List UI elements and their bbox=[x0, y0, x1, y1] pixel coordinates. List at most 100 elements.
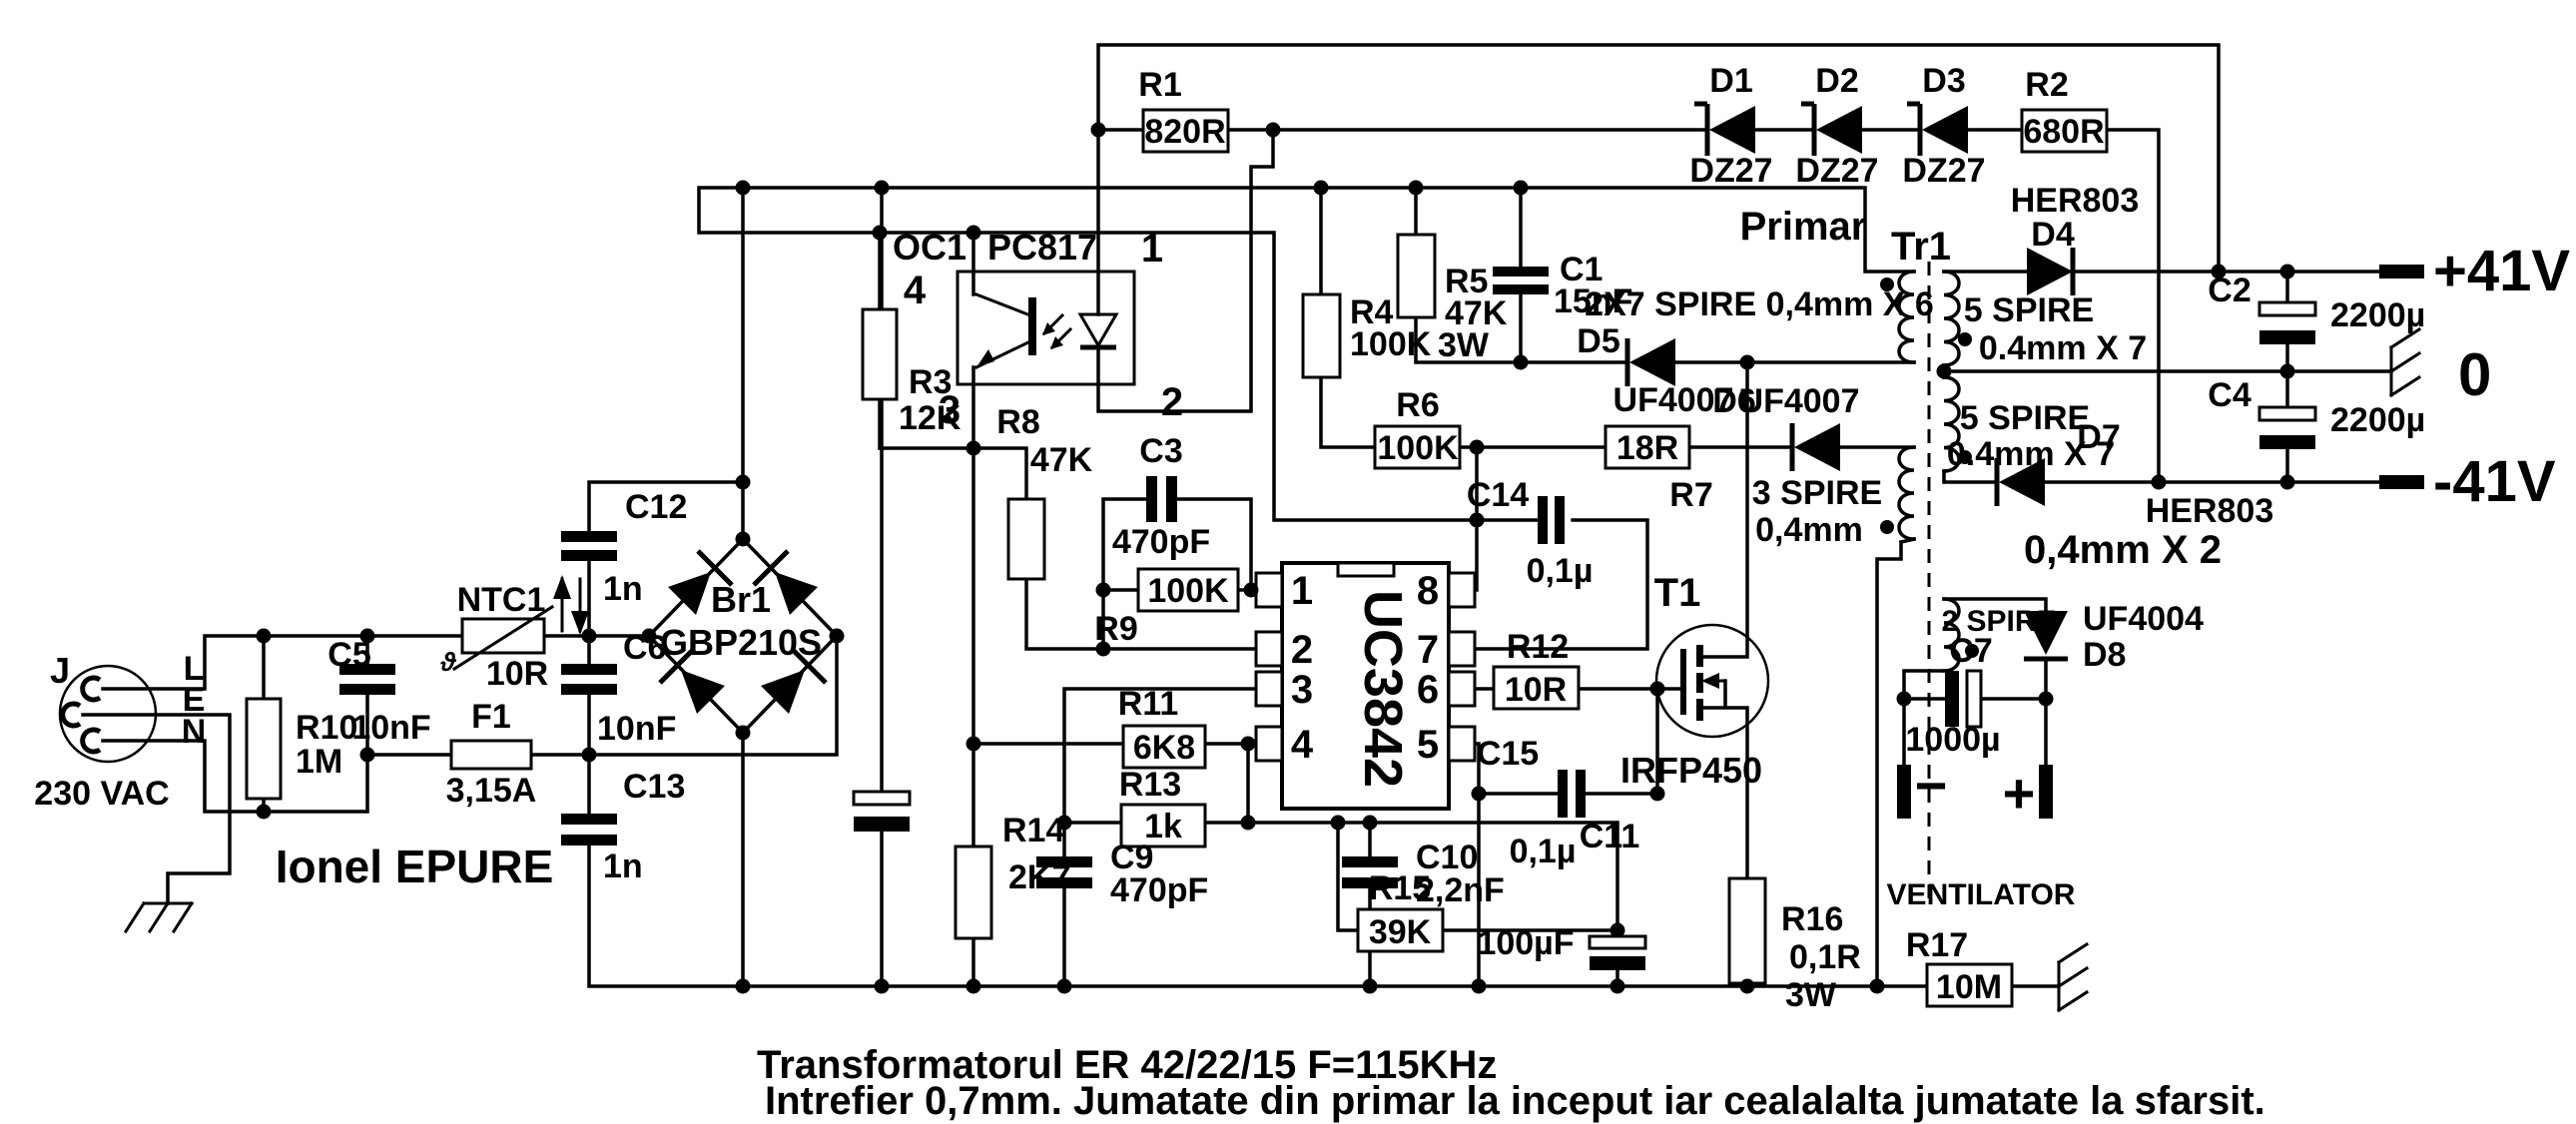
c10-ref: C10 bbox=[1416, 839, 1478, 876]
bridge-diode-2 bbox=[775, 572, 818, 615]
resistor-r14 bbox=[954, 844, 993, 940]
capacitor-c3-b bbox=[1166, 476, 1177, 522]
bridge-diode-3 bbox=[681, 670, 725, 714]
ic-pin6-stub bbox=[1447, 670, 1477, 708]
ntc-diagonal bbox=[451, 604, 555, 672]
line-l: L bbox=[184, 650, 205, 688]
secondary-top-winding bbox=[1942, 270, 1961, 367]
r12-val: 10R bbox=[1505, 671, 1567, 709]
resistor-r2 bbox=[2020, 108, 2109, 154]
resistor-r3 bbox=[861, 307, 899, 401]
c11-ref: C11 bbox=[1580, 818, 1640, 855]
c11-val: 100µF bbox=[1477, 924, 1574, 962]
r13-ref: R13 bbox=[1119, 766, 1181, 804]
capacitor-c14-b bbox=[1555, 496, 1565, 544]
r12-ref: R12 bbox=[1507, 628, 1569, 666]
r6-ref: R6 bbox=[1396, 386, 1439, 424]
fan-winding bbox=[1942, 597, 1961, 673]
c5-val: 10nF bbox=[351, 709, 430, 747]
c4-val: 2200µ bbox=[2330, 401, 2425, 439]
ic-pin5: 5 bbox=[1417, 723, 1439, 767]
capacitor-c8-pos bbox=[852, 790, 912, 807]
capacitor-c3 bbox=[1146, 476, 1157, 522]
primary-winding-label: 2X7 SPIRE 0,4mm X 6 bbox=[1585, 285, 1934, 323]
t1-part: IRFP450 bbox=[1620, 750, 1762, 791]
c6-ref: C6 bbox=[623, 629, 666, 667]
out-minus41: -41V bbox=[2433, 449, 2556, 514]
c15-ref: C15 bbox=[1477, 735, 1539, 773]
r7-ref: R7 bbox=[1669, 476, 1712, 514]
ic-pin4: 4 bbox=[1291, 723, 1314, 767]
c12-ref: C12 bbox=[625, 488, 687, 526]
capacitor-c6 bbox=[561, 664, 617, 675]
d7-part: HER803 bbox=[2146, 492, 2274, 530]
r14-ref: R14 bbox=[1002, 812, 1064, 849]
c5-ref: C5 bbox=[327, 636, 370, 674]
plug-pin-e bbox=[60, 701, 82, 729]
f1-ref: F1 bbox=[471, 698, 511, 736]
ic-pin7: 7 bbox=[1417, 628, 1439, 672]
line-n: N bbox=[182, 713, 207, 751]
out-zero: 0 bbox=[2458, 341, 2491, 408]
c3-ref: C3 bbox=[1139, 432, 1182, 470]
f1-val: 3,15A bbox=[446, 772, 537, 810]
resistor-r8 bbox=[1006, 497, 1046, 581]
oc1-pin3: 3 bbox=[939, 388, 961, 432]
resistor-r5 bbox=[1396, 233, 1437, 319]
ic-pin8: 8 bbox=[1417, 569, 1439, 613]
aux-wire: 0,4mm bbox=[1755, 511, 1863, 549]
primary-winding bbox=[1897, 270, 1916, 364]
r15-ref: R15 bbox=[1369, 869, 1431, 907]
electrolytic-capacitors bbox=[852, 300, 2317, 970]
resistor-r13 bbox=[1119, 803, 1207, 848]
resistor-r16 bbox=[1727, 876, 1767, 985]
c14-val: 0,1µ bbox=[1527, 552, 1594, 590]
j-ref: J bbox=[50, 650, 70, 691]
earth-symbol-output0 bbox=[2388, 326, 2422, 398]
ic-pin6: 6 bbox=[1417, 668, 1439, 712]
arrow-up-icon bbox=[553, 575, 571, 599]
diode-d6 bbox=[1789, 423, 1840, 471]
d4-ref: D4 bbox=[2031, 216, 2075, 254]
fuse-f1 bbox=[449, 739, 533, 771]
terminal-plus41 bbox=[2379, 265, 2424, 279]
capacitor-c1-b bbox=[1493, 284, 1549, 294]
c1-ref: C1 bbox=[1560, 251, 1603, 288]
t1-body-arrow bbox=[1701, 673, 1719, 689]
tr1-ref: Tr1 bbox=[1891, 225, 1951, 269]
capacitor-c15-b bbox=[1576, 770, 1586, 818]
phase-dot-primary bbox=[1880, 278, 1894, 291]
r2-val: 680R bbox=[2023, 113, 2104, 151]
r17-ref: R17 bbox=[1906, 926, 1968, 964]
capacitor-c5-b bbox=[339, 684, 395, 695]
br1-ref: Br1 bbox=[711, 579, 771, 620]
ntc-ref: NTC1 bbox=[457, 581, 546, 619]
c2-val: 2200µ bbox=[2330, 296, 2425, 334]
c14-ref: C14 bbox=[1467, 476, 1529, 514]
ic-pin3: 3 bbox=[1291, 668, 1313, 712]
ic-pin2-stub bbox=[1254, 630, 1284, 668]
r4-ref: R4 bbox=[1350, 293, 1394, 331]
diode-d5 bbox=[1624, 338, 1675, 386]
br1-val: GBP210S bbox=[660, 622, 822, 663]
d5-val: UF4007 bbox=[1613, 381, 1734, 419]
resistor-r12 bbox=[1492, 665, 1581, 711]
oc1-pin2: 2 bbox=[1161, 380, 1183, 424]
phase-dot-sec2 bbox=[1958, 450, 1972, 464]
r9-val: 100K bbox=[1147, 572, 1229, 610]
c9-val: 470pF bbox=[1110, 871, 1208, 909]
resistor-r6 bbox=[1373, 424, 1462, 470]
r1-val: 820R bbox=[1144, 113, 1225, 151]
resistor-r15 bbox=[1356, 907, 1445, 953]
capacitor-c7-neg bbox=[1945, 671, 1959, 727]
d3-ref: D3 bbox=[1922, 62, 1965, 100]
capacitor-c13-b bbox=[561, 835, 617, 845]
r5-pwr: 3W bbox=[1438, 326, 1490, 364]
capacitor-c10-b bbox=[1342, 877, 1398, 888]
d2-val: DZ27 bbox=[1795, 152, 1878, 190]
c4-ref: C4 bbox=[2208, 376, 2252, 414]
c2-ref: C2 bbox=[2208, 272, 2251, 309]
c15-val: 0,1µ bbox=[1510, 833, 1577, 870]
